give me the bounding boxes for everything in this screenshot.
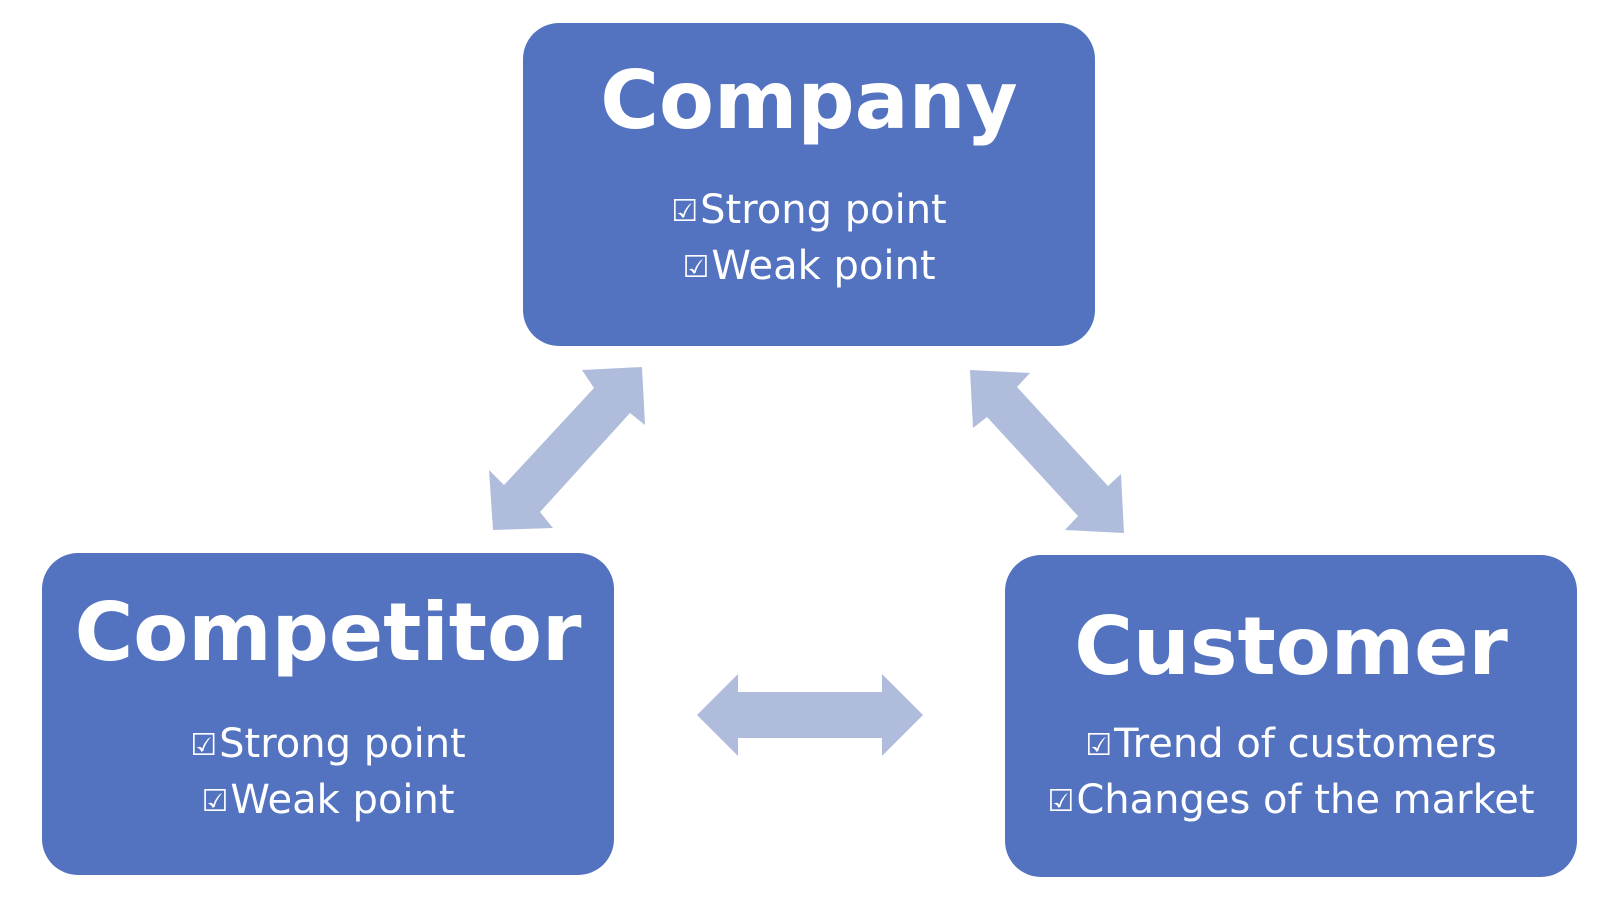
competitor-item-label: Weak point [230,777,455,823]
competitor-item-label: Strong point [219,721,466,767]
customer-item-changes: ☑Changes of the market [1005,773,1577,829]
company-item-label: Strong point [700,187,947,233]
checkbox-icon: ☑ [190,728,218,763]
competitor-box: Competitor ☑Strong point ☑Weak point [42,553,614,875]
competitor-title: Competitor [74,586,582,679]
checkbox-icon: ☑ [201,784,229,819]
checkbox-icon: ☑ [1085,728,1113,763]
customer-box: Customer ☑Trend of customers ☑Changes of… [1005,555,1577,877]
company-items: ☑Strong point ☑Weak point [523,183,1095,295]
company-title: Company [600,54,1018,147]
company-item-strong: ☑Strong point [523,183,1095,239]
company-item-weak: ☑Weak point [523,239,1095,295]
company-box: Company ☑Strong point ☑Weak point [523,23,1095,346]
arrow-company-competitor [489,367,645,530]
competitor-item-strong: ☑Strong point [42,717,614,773]
checkbox-icon: ☑ [682,250,710,285]
competitor-item-weak: ☑Weak point [42,773,614,829]
customer-item-trend: ☑Trend of customers [1005,717,1577,773]
arrow-company-customer [970,370,1124,533]
customer-item-label: Trend of customers [1114,721,1497,767]
company-item-label: Weak point [711,243,936,289]
arrow-competitor-customer [697,674,923,756]
checkbox-icon: ☑ [1047,784,1075,819]
customer-title: Customer [1074,600,1508,693]
competitor-items: ☑Strong point ☑Weak point [42,717,614,829]
checkbox-icon: ☑ [671,194,699,229]
customer-item-label: Changes of the market [1076,777,1535,823]
customer-items: ☑Trend of customers ☑Changes of the mark… [1005,717,1577,829]
